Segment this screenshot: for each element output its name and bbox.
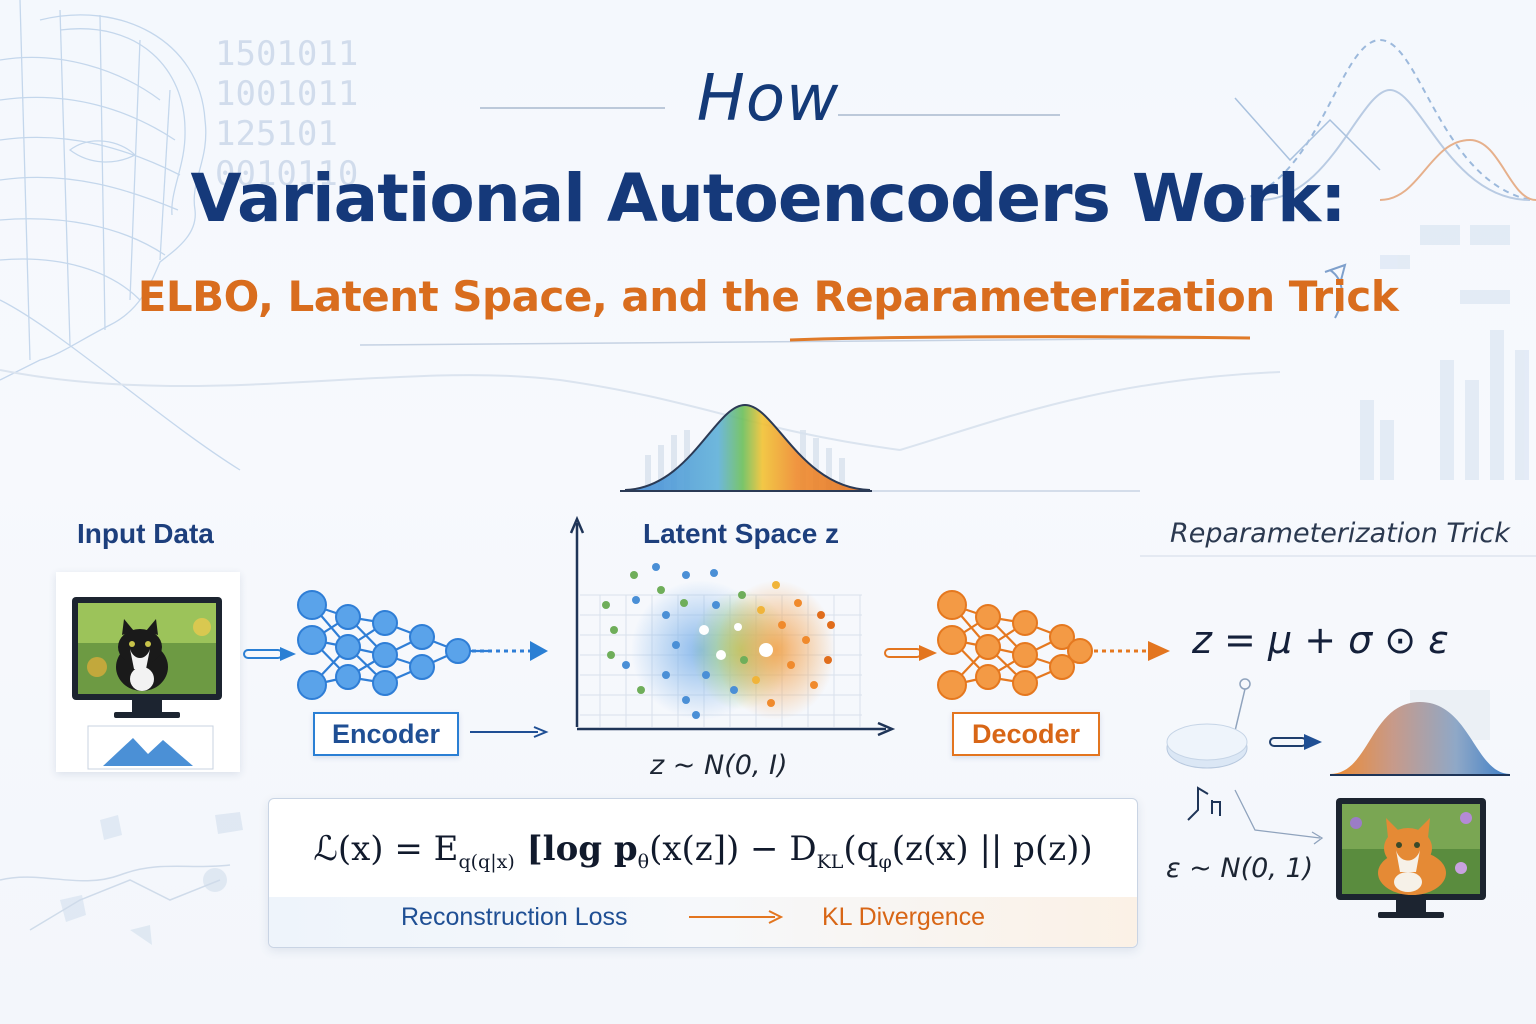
arrow-latent-decoder xyxy=(884,645,937,661)
page-subtitle: ELBO, Latent Space, and the Reparameteri… xyxy=(137,272,1399,321)
formula-log: [log p xyxy=(514,829,638,869)
formula-legend-strip xyxy=(269,897,1137,947)
input-data-label: Input Data xyxy=(77,518,214,549)
cat-output-icon xyxy=(1378,818,1446,895)
binary-row-2: 1001011 xyxy=(215,74,358,114)
top-right-curves xyxy=(1234,38,1536,201)
face-wireframe-illustration xyxy=(0,0,241,471)
formula-expectation: E xyxy=(433,829,459,869)
decoder-label-box: Decoder xyxy=(952,712,1100,756)
latent-space-label: Latent Space z xyxy=(643,518,840,549)
reparam-equation: z = μ + σ ⊙ ε xyxy=(1192,618,1449,662)
title-how: How xyxy=(696,62,840,136)
binary-row-3: 125101 xyxy=(215,114,338,154)
page-title: Variational Autoencoders Work: xyxy=(190,160,1347,237)
formula-dkl: D xyxy=(789,829,817,869)
bell-curve-icon xyxy=(620,403,872,492)
elbo-formula-panel: ℒ(x) = Eq(q|x) [log pθ(x(z]) − DKL(qφ(z(… xyxy=(268,798,1138,948)
epsilon-distribution-label: ε ~ N(0, 1) xyxy=(1166,853,1314,884)
input-monitor-icon xyxy=(72,597,222,718)
encoder-label-box: Encoder xyxy=(313,712,459,756)
formula-lhs: ℒ(x) = xyxy=(313,829,434,869)
cat-icon xyxy=(116,619,168,691)
reconstruction-loss-label: Reconstruction Loss xyxy=(401,903,628,931)
noise-sampler-icon xyxy=(1166,678,1251,769)
arrow-noise-distribution xyxy=(1269,734,1322,750)
binary-row-4: 0010110 xyxy=(215,154,358,194)
arrow-recon-kl xyxy=(689,910,784,924)
output-distribution-icon xyxy=(1330,690,1510,776)
latent-space-plot xyxy=(569,515,896,737)
arrow-encoder-latent xyxy=(470,726,549,738)
encoder-network-icon xyxy=(297,590,548,700)
elbo-formula: ℒ(x) = Eq(q|x) [log pθ(x(z]) − DKL(qφ(z(… xyxy=(313,829,1093,873)
kl-divergence-label: KL Divergence xyxy=(822,903,986,931)
binary-row-1: 1501011 xyxy=(215,34,358,74)
arrow-input-encoder xyxy=(243,647,296,661)
sample-path-lines xyxy=(1187,786,1324,845)
latent-distribution-label: z ~ N(0, I) xyxy=(650,750,788,781)
reparam-heading: Reparameterization Trick xyxy=(1170,518,1510,549)
decoder-network-icon xyxy=(937,590,1170,700)
output-monitor-icon xyxy=(1336,798,1486,918)
bottom-left-scatter xyxy=(60,812,243,945)
top-right-bars xyxy=(1360,225,1529,480)
mountain-thumbnail xyxy=(87,725,214,770)
binary-digits: 1501011 1001011 125101 0010110 xyxy=(215,34,358,194)
